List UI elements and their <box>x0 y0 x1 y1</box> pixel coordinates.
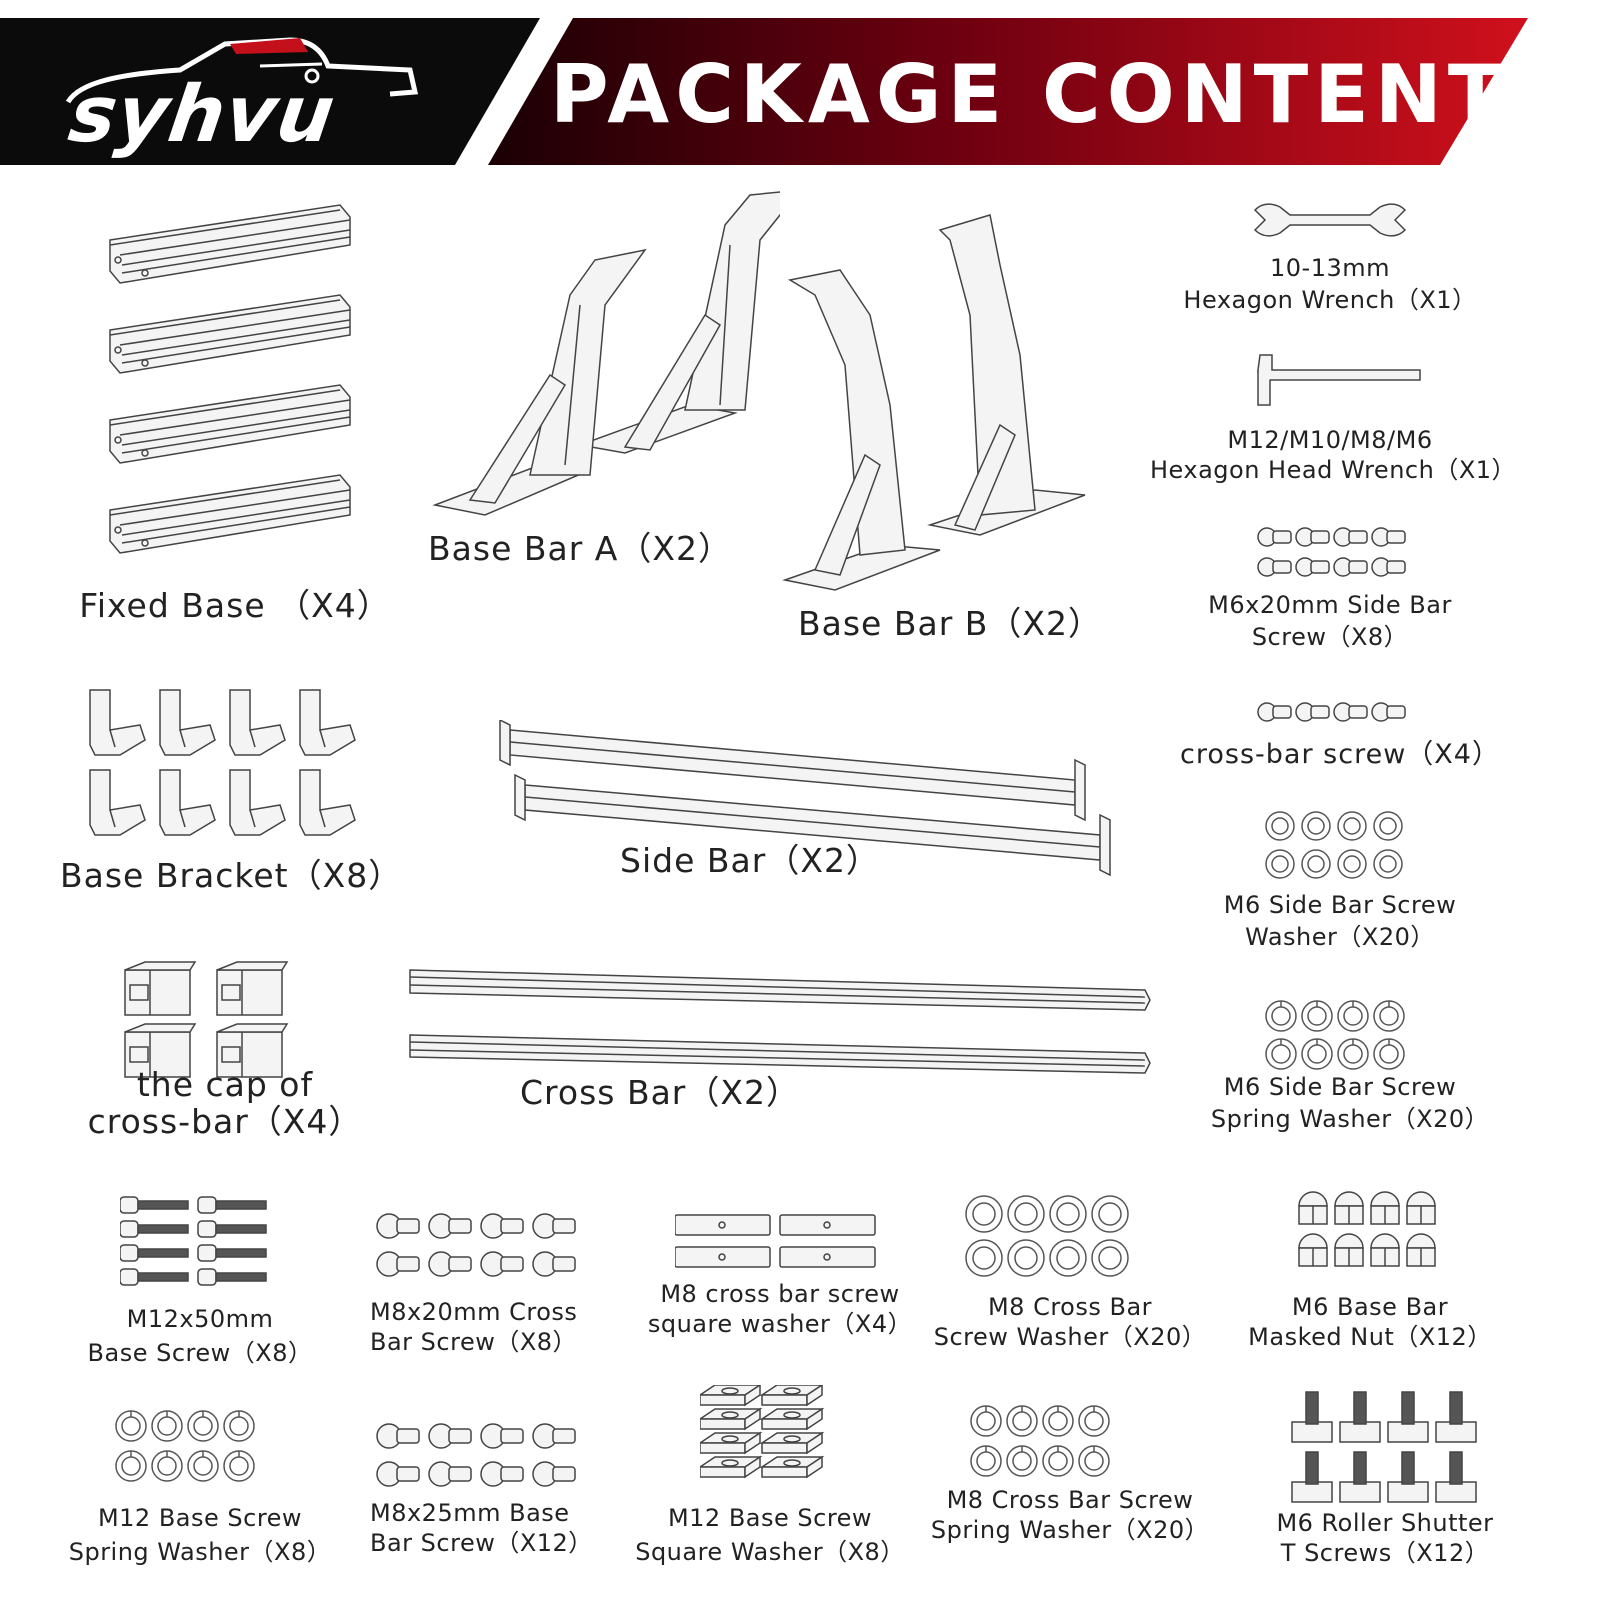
m12-square-washer-icon <box>700 1385 823 1478</box>
base-bracket-illustration <box>89 689 356 836</box>
brand-logo-text: syhvu <box>63 70 341 160</box>
m12-spring-washer-label-2: Spring Washer（X8） <box>68 1538 332 1566</box>
m6-masked-nut-label-1: M6 Base Bar <box>1291 1293 1449 1321</box>
base-bar-b-illustration <box>780 205 1120 595</box>
m12-base-screw-label-1: M12x50mm <box>126 1305 274 1333</box>
m8-base-bar-screw-icon <box>376 1423 576 1487</box>
m8-spring-washer-label-1: M8 Cross Bar Screw <box>946 1486 1194 1514</box>
m12-spring-washer-icon <box>115 1410 255 1482</box>
base-bar-a-label: Base Bar A（X2） <box>428 529 732 568</box>
cross-bar-illustration <box>405 965 1165 1080</box>
m12-square-washer-label-2: Square Washer（X8） <box>635 1538 905 1566</box>
brand-logo-truck-icon <box>60 30 425 110</box>
fixed-base-illustration <box>109 195 351 554</box>
m6-side-bar-screw-label-2: Screw（X8） <box>1251 623 1409 651</box>
m8-base-bar-screw-label-1: M8x25mm Base <box>370 1499 570 1527</box>
hexagon-wrench-icon <box>1250 195 1410 245</box>
allen-key-icon <box>1250 350 1430 410</box>
cross-bar-cap-illustration <box>124 961 288 1078</box>
t-screw-icon <box>1291 1391 1477 1503</box>
m12-base-screw-icon <box>120 1196 267 1286</box>
header-banner <box>0 18 1528 165</box>
m8-cross-bar-washer-label-1: M8 Cross Bar <box>987 1293 1153 1321</box>
m8-square-washer-label-2: square washer（X4） <box>647 1310 913 1338</box>
base-bar-a-illustration <box>430 185 780 525</box>
m6-spring-washer-label-2: Spring Washer（X20） <box>1210 1105 1490 1133</box>
hex-wrench-label-1: 10-13mm <box>1270 254 1390 282</box>
hex-wrench-label-2: Hexagon Wrench（X1） <box>1183 286 1477 314</box>
cross-bar-cap-label-1: the cap of <box>136 1065 314 1104</box>
cross-bar-screw-icon <box>1257 702 1406 722</box>
cross-bar-label: Cross Bar（X2） <box>520 1073 800 1112</box>
m6-washer-label-1: M6 Side Bar Screw <box>1223 891 1457 919</box>
m12-square-washer-label-1: M12 Base Screw <box>667 1504 873 1532</box>
m12-spring-washer-label-1: M12 Base Screw <box>97 1504 303 1532</box>
m8-cross-bar-washer-label-2: Screw Washer（X20） <box>933 1323 1207 1351</box>
m8-spring-washer-label-2: Spring Washer（X20） <box>930 1516 1210 1544</box>
cross-bar-screw-label: cross-bar screw（X4） <box>1180 739 1500 770</box>
m6-washer-label-2: Washer（X20） <box>1245 923 1435 951</box>
m6-masked-nut-icon <box>1295 1191 1436 1267</box>
m8-cross-bar-washer-icon <box>965 1195 1129 1277</box>
m6-masked-nut-label-2: Masked Nut（X12） <box>1248 1323 1492 1351</box>
m8-cross-bar-screw-icon <box>376 1213 576 1277</box>
m8-square-washer-label-1: M8 cross bar screw <box>660 1280 900 1308</box>
m6-washer-icon <box>1265 811 1403 879</box>
side-bar-illustration <box>495 720 1135 890</box>
m6-spring-washer-icon <box>1265 1000 1405 1070</box>
m6-side-bar-screw-label-1: M6x20mm Side Bar <box>1208 591 1452 619</box>
m8-cross-bar-screw-label-2: Bar Screw（X8） <box>370 1328 578 1356</box>
m12-base-screw-label-2: Base Screw（X8） <box>87 1339 313 1367</box>
m8-cross-bar-screw-label-1: M8x20mm Cross <box>370 1298 578 1326</box>
base-bar-b-label: Base Bar B（X2） <box>797 604 1102 643</box>
page-title: PACKAGE CONTENTS <box>550 48 1573 141</box>
hex-head-wrench-label-1: M12/M10/M8/M6 <box>1227 426 1433 454</box>
hex-head-wrench-label-2: Hexagon Head Wrench（X1） <box>1150 456 1517 484</box>
base-bracket-label: Base Bracket（X8） <box>60 856 403 895</box>
t-screw-label-2: T Screws（X12） <box>1280 1539 1490 1567</box>
t-screw-label-1: M6 Roller Shutter <box>1276 1509 1494 1537</box>
side-bar-label: Side Bar（X2） <box>620 841 880 880</box>
cross-bar-cap-label-2: cross-bar（X4） <box>87 1102 363 1141</box>
m6-side-bar-screw-icon <box>1257 527 1406 577</box>
m8-base-bar-screw-label-2: Bar Screw（X12） <box>370 1529 593 1557</box>
m8-spring-washer-icon <box>970 1405 1110 1477</box>
m6-spring-washer-label-1: M6 Side Bar Screw <box>1223 1073 1457 1101</box>
m8-square-washer-icon <box>675 1214 876 1268</box>
fixed-base-label: Fixed Base （X4） <box>79 586 391 625</box>
